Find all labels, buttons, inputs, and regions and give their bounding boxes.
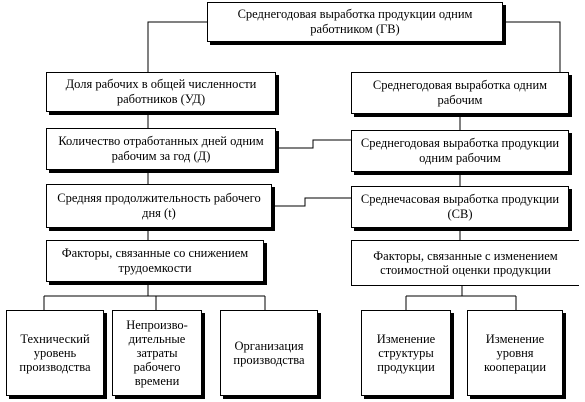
leaf-technical-level-label: Технический уровень производства xyxy=(19,332,91,374)
node-right-3: Среднечасовая выработка продукции (СВ) xyxy=(351,186,569,228)
node-right-2: Среднегодовая выработка продукции одним … xyxy=(351,130,569,172)
node-left-1: Доля рабочих в общей численности работни… xyxy=(46,72,276,112)
node-root: Среднегодовая выработка продукции одним … xyxy=(207,2,503,42)
node-right-3-label: Среднечасовая выработка продукции (СВ) xyxy=(360,192,560,221)
node-right-1: Среднегодовая выработка одним рабочим xyxy=(351,72,569,114)
node-left-3: Средняя продолжительность рабочего дня (… xyxy=(46,184,272,228)
node-left-3-label: Средняя продолжительность рабочего дня (… xyxy=(57,191,261,220)
node-left-4-label: Факторы, связанные со снижением трудоемк… xyxy=(61,246,249,275)
connector-root-left xyxy=(147,21,207,72)
node-right-2-label: Среднегодовая выработка продукции одним … xyxy=(360,136,560,165)
leaf-production-organization: Организация производства xyxy=(220,310,318,396)
leaf-product-structure-label: Изменение структуры продукции xyxy=(376,332,436,374)
connector-root-right xyxy=(503,21,561,72)
leaf-cooperation-level-label: Изменение уровня кооперации xyxy=(483,332,547,374)
node-right-4-label: Факторы, связанные с изменением стоимост… xyxy=(373,249,558,277)
node-right-4: Факторы, связанные с изменением стоимост… xyxy=(351,240,579,286)
node-left-4: Факторы, связанные со снижением трудоемк… xyxy=(46,240,264,282)
leaf-cooperation-level: Изменение уровня кооперации xyxy=(467,310,563,396)
leaf-technical-level: Технический уровень производства xyxy=(6,310,104,396)
node-left-1-label: Доля рабочих в общей численности работни… xyxy=(65,77,257,106)
connector-right3-left3 xyxy=(272,197,351,207)
leaf-production-organization-label: Организация производства xyxy=(233,339,305,367)
leaf-unproductive-time: Непроизво-дительные затраты рабочего вре… xyxy=(112,310,202,396)
node-left-2-label: Количество отработанных дней одним рабоч… xyxy=(58,134,264,163)
node-root-label: Среднегодовая выработка продукции одним … xyxy=(237,7,473,36)
leaf-product-structure: Изменение структуры продукции xyxy=(361,310,451,396)
leaf-unproductive-time-label: Непроизво-дительные затраты рабочего вре… xyxy=(126,318,188,388)
node-left-2: Количество отработанных дней одним рабоч… xyxy=(46,128,276,170)
connector-right2-left2 xyxy=(276,139,351,149)
node-right-1-label: Среднегодовая выработка одним рабочим xyxy=(372,78,548,107)
